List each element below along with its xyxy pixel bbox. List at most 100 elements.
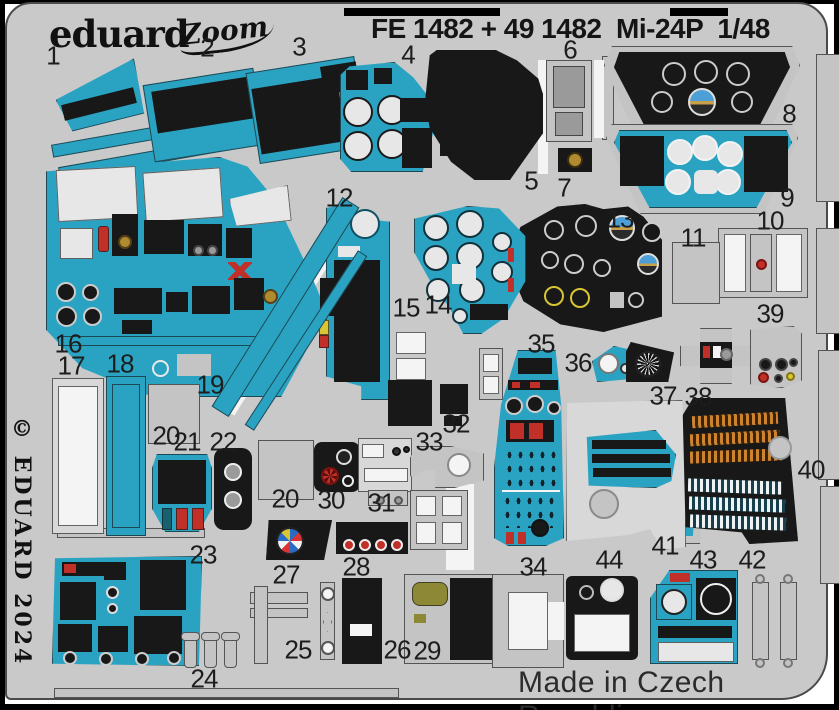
part-33-hole	[442, 496, 462, 516]
part-10-col	[724, 234, 746, 292]
part-14-keypad	[470, 304, 508, 320]
part-number-27: 27	[272, 559, 301, 590]
part-number-1: 1	[46, 40, 61, 71]
placard-clock	[600, 578, 624, 602]
part-9-hole	[715, 169, 741, 195]
part-42	[780, 582, 797, 660]
part-30-knob	[336, 449, 352, 465]
part-number-40: 40	[797, 454, 826, 485]
part-23-knob	[63, 651, 77, 665]
part-9-hole	[667, 139, 693, 165]
part-29-pad	[414, 614, 426, 623]
part-16-knob	[206, 244, 218, 256]
part-42-knob	[755, 574, 765, 584]
part-33-hole	[447, 453, 471, 477]
fret-rail	[250, 608, 308, 618]
part-23-box	[98, 626, 128, 652]
part-42-knob	[783, 574, 793, 584]
part-29-pad	[412, 582, 448, 606]
part-number-37: 37	[649, 380, 678, 411]
placard-dial	[578, 584, 594, 600]
part-number-35: 35	[527, 328, 556, 359]
placard-label	[574, 614, 630, 652]
part-number-20: 20	[152, 420, 181, 451]
part-16-knob	[192, 244, 204, 256]
part-number-14: 14	[424, 289, 453, 320]
part-31-knob	[402, 445, 410, 453]
part-16-box	[192, 286, 230, 314]
part-9-panel	[620, 136, 664, 186]
part-number-44: 44	[595, 544, 624, 575]
part-number-30: 30	[317, 484, 346, 515]
part-43-red	[670, 573, 690, 582]
part-8-dial	[694, 60, 718, 84]
part-17-slots	[58, 386, 98, 526]
part-31-btngrid	[364, 468, 408, 482]
part-14-center	[452, 264, 476, 284]
part-35-red	[512, 382, 520, 388]
part-number-22: 22	[209, 426, 238, 457]
part-33-hole	[416, 522, 436, 544]
part-28-gauge	[375, 539, 387, 551]
part-5-cluster	[484, 84, 508, 112]
part-number-13: 13	[606, 203, 635, 234]
part-4-box	[374, 68, 392, 84]
part-8-dial	[651, 91, 673, 113]
part-number-33: 33	[415, 426, 444, 457]
part-28-ticks	[340, 526, 404, 535]
part-16-dial	[56, 282, 76, 302]
part-35-divider	[502, 490, 560, 492]
part-16-box	[234, 278, 264, 310]
part-12-chip	[338, 246, 360, 257]
part-9-center	[694, 170, 718, 194]
part-10-col	[776, 234, 802, 292]
part-28-gauge	[359, 539, 371, 551]
copyright-vertical: © EDUARD 2024	[9, 416, 35, 667]
part-number-28: 28	[342, 551, 371, 582]
part-22	[214, 448, 252, 530]
border-notch	[344, 8, 500, 16]
part-14-red	[508, 248, 514, 262]
part-35-switches	[504, 448, 560, 488]
part-35-dial	[547, 401, 561, 415]
part-35-blob	[531, 519, 549, 537]
part-number-21: 21	[173, 426, 202, 457]
part-5-cluster	[440, 128, 464, 156]
part-31-screw	[393, 495, 403, 505]
part-14-hole	[456, 210, 484, 238]
part-14-hole	[423, 215, 449, 241]
part-13-dial	[564, 254, 584, 274]
part-38-switch	[703, 346, 710, 358]
part-39-dot	[757, 371, 769, 383]
part-25-xmark	[321, 587, 335, 601]
part-38-switch	[713, 346, 721, 358]
cutout	[594, 60, 604, 138]
part-20	[258, 440, 314, 500]
part-16-dial	[82, 306, 102, 326]
part-39-dot	[788, 357, 798, 367]
part-number-41: 41	[651, 530, 680, 561]
part-number-15: 15	[392, 292, 421, 323]
part-37-compass	[635, 351, 661, 377]
part-number-18: 18	[106, 348, 135, 379]
part-number-9: 9	[780, 182, 795, 213]
part-21-lever	[162, 508, 172, 530]
part-number-39: 39	[756, 298, 785, 329]
part-14-hole	[426, 278, 450, 302]
part-39-dot	[774, 357, 788, 371]
frame-part-hole	[483, 354, 499, 372]
part-31-knob	[391, 446, 401, 456]
part-23-red	[64, 564, 76, 573]
part-number-32: 32	[442, 408, 471, 439]
part-8-dial	[662, 62, 686, 86]
part-number-11: 11	[680, 222, 707, 253]
part-24-head	[181, 632, 200, 641]
part-44-row	[593, 468, 671, 477]
part-40-hole	[768, 436, 792, 460]
part-23-knob	[99, 652, 113, 666]
part-22-knob	[224, 491, 242, 509]
part-30-fan	[321, 467, 339, 485]
part-9-hole	[665, 169, 691, 195]
part-16-dial	[151, 359, 169, 377]
